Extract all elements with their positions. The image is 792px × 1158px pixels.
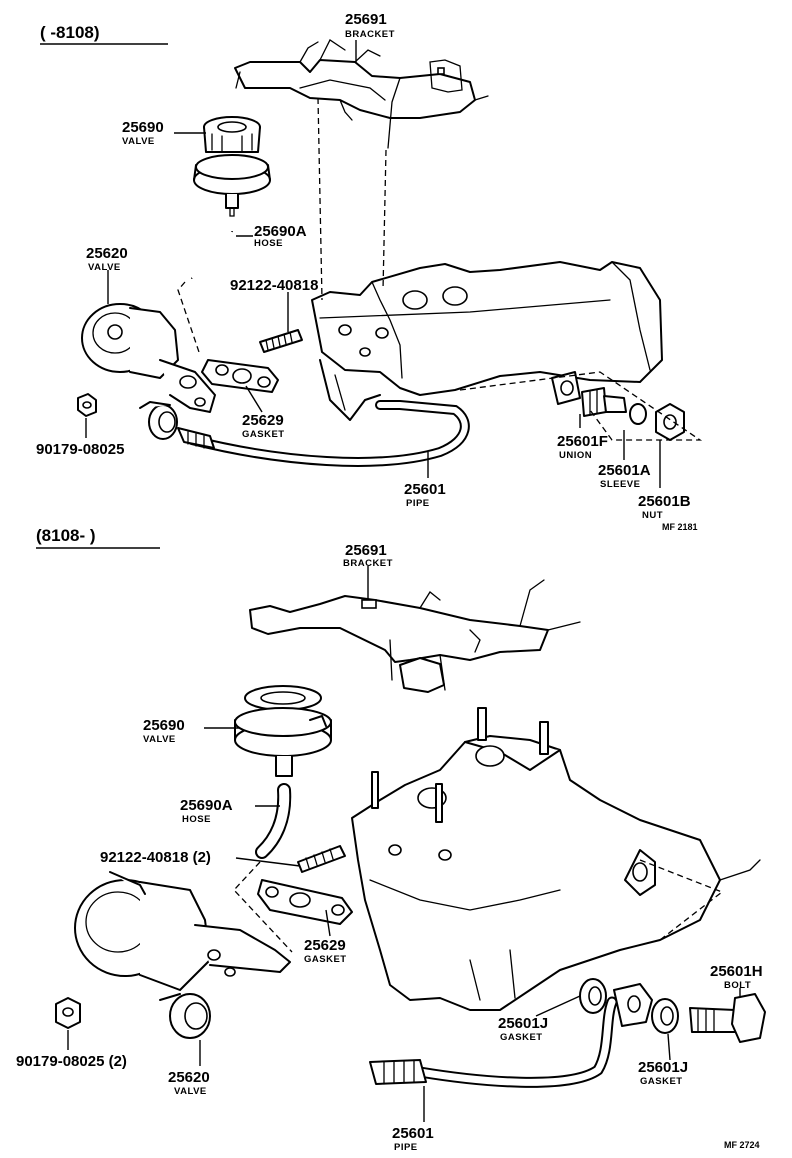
callout-bracket: 25691 BRACKET <box>345 11 395 40</box>
union-illustration <box>581 387 627 417</box>
svg-text:25601J: 25601J <box>638 1059 688 1076</box>
svg-text:GASKET: GASKET <box>500 1032 543 1043</box>
svg-text:BRACKET: BRACKET <box>343 558 393 569</box>
bracket-illustration <box>234 39 489 149</box>
guide-line <box>382 149 387 291</box>
section-bottom: (8108- ) <box>16 526 766 1153</box>
svg-text:90179-08025: 90179-08025 <box>36 441 124 458</box>
section-header: ( -8108) <box>40 23 100 42</box>
egr-valve-illustration <box>81 303 216 440</box>
svg-text:25691: 25691 <box>345 11 387 28</box>
svg-text:25601: 25601 <box>392 1125 434 1142</box>
svg-text:GASKET: GASKET <box>640 1076 683 1087</box>
pipe-illustration <box>369 983 653 1088</box>
svg-text:PIPE: PIPE <box>394 1142 418 1153</box>
callout-egr-valve: 25620 VALVE <box>168 1069 210 1097</box>
svg-text:25620: 25620 <box>86 245 128 262</box>
stud-illustration <box>259 329 303 353</box>
gasket-illustration <box>201 359 279 393</box>
svg-text:25601A: 25601A <box>598 462 651 479</box>
svg-text:25601J: 25601J <box>498 1015 548 1032</box>
callout-gasket: 25629 GASKET <box>304 937 347 965</box>
callout-vacuum-valve: 25690 VALVE <box>143 717 185 745</box>
svg-text:VALVE: VALVE <box>174 1086 207 1097</box>
gasket-illustration <box>579 978 607 1014</box>
guide-line <box>177 281 201 356</box>
svg-text:GASKET: GASKET <box>304 954 347 965</box>
section-top: ( -8108) <box>36 11 703 532</box>
callout-sleeve: 25601A SLEEVE <box>598 462 651 490</box>
callout-gasket-j2: 25601J GASKET <box>638 1059 688 1087</box>
callout-stud: 92122-40818 <box>230 277 318 294</box>
svg-text:25629: 25629 <box>242 412 284 429</box>
egr-valve-illustration <box>74 871 291 1039</box>
callout-bolt: 25601H BOLT <box>710 963 763 991</box>
callout-pipe: 25601 PIPE <box>392 1125 434 1153</box>
svg-text:25690: 25690 <box>122 119 164 136</box>
gasket-illustration <box>257 879 353 925</box>
svg-text:25601H: 25601H <box>710 963 763 980</box>
svg-text:25691: 25691 <box>345 542 387 559</box>
stud-illustration <box>297 845 346 873</box>
svg-text:25620: 25620 <box>168 1069 210 1086</box>
svg-text:92122-40818 (2): 92122-40818 (2) <box>100 849 211 866</box>
svg-text:HOSE: HOSE <box>254 238 283 249</box>
figure-code: MF 2724 <box>724 1140 760 1150</box>
callout-union: 25601F UNION <box>557 433 608 461</box>
callout-hose: 25690A HOSE <box>254 223 307 249</box>
guide-line <box>233 861 293 953</box>
svg-text:GASKET: GASKET <box>242 429 285 440</box>
sleeve-illustration <box>629 403 647 425</box>
guide-line <box>317 97 323 301</box>
guide-line <box>639 859 724 941</box>
bracket-illustration <box>249 579 581 693</box>
callout-nut: 90179-08025 (2) <box>16 1053 127 1070</box>
svg-text:SLEEVE: SLEEVE <box>600 479 641 490</box>
svg-text:BRACKET: BRACKET <box>345 29 395 40</box>
svg-text:25601F: 25601F <box>557 433 608 450</box>
svg-text:90179-08025 (2): 90179-08025 (2) <box>16 1053 127 1070</box>
pipe-illustration <box>177 400 470 467</box>
svg-text:UNION: UNION <box>559 450 592 461</box>
figure-code: MF 2181 <box>662 522 698 532</box>
svg-text:NUT: NUT <box>642 510 663 521</box>
callout-gasket-j1: 25601J GASKET <box>498 1015 548 1043</box>
vacuum-valve-illustration <box>193 116 271 217</box>
svg-text:VALVE: VALVE <box>88 262 121 273</box>
svg-text:25629: 25629 <box>304 937 346 954</box>
bolt-illustration <box>689 993 766 1043</box>
vacuum-valve-illustration <box>234 685 332 777</box>
guide-line <box>459 371 703 441</box>
svg-text:PIPE: PIPE <box>406 498 430 509</box>
nut-illustration <box>55 997 81 1029</box>
callout-bracket: 25691 BRACKET <box>343 542 393 569</box>
svg-text:25690A: 25690A <box>180 797 233 814</box>
callout-vacuum-valve: 25690 VALVE <box>122 119 164 147</box>
svg-text:25690: 25690 <box>143 717 185 734</box>
svg-text:25601B: 25601B <box>638 493 691 510</box>
callout-egr-valve: 25620 VALVE <box>86 245 128 273</box>
svg-text:BOLT: BOLT <box>724 980 751 991</box>
callout-hose: 25690A HOSE <box>180 797 233 825</box>
gasket-illustration <box>651 998 679 1034</box>
intake-manifold-illustration <box>351 707 761 1011</box>
svg-text:92122-40818: 92122-40818 <box>230 277 318 294</box>
nut-illustration <box>655 403 685 441</box>
intake-manifold-illustration <box>311 261 663 421</box>
callout-gasket: 25629 GASKET <box>242 412 285 440</box>
callout-stud: 92122-40818 (2) <box>100 849 211 866</box>
callout-nut: 90179-08025 <box>36 441 124 458</box>
svg-text:VALVE: VALVE <box>143 734 176 745</box>
callout-pipe: 25601 PIPE <box>404 481 446 509</box>
callout-nut-b: 25601B NUT <box>638 493 691 521</box>
svg-text:HOSE: HOSE <box>182 814 211 825</box>
section-header: (8108- ) <box>36 526 96 545</box>
svg-text:25601: 25601 <box>404 481 446 498</box>
svg-text:25690A: 25690A <box>254 223 307 240</box>
svg-text:VALVE: VALVE <box>122 136 155 147</box>
